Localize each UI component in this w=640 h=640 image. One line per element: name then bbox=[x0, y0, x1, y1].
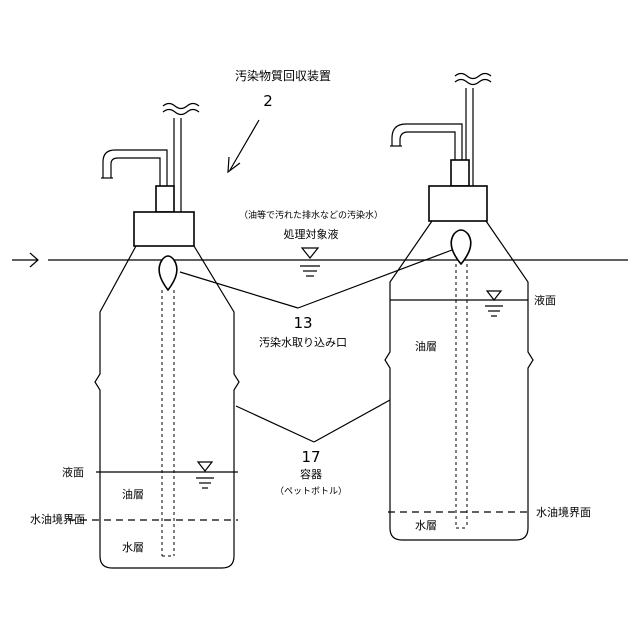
treatment-liquid-label: 処理対象液 bbox=[284, 227, 339, 241]
right-interface-label: 水油境界面 bbox=[536, 505, 591, 519]
right-spout-pipe bbox=[390, 74, 491, 187]
device-title: 汚染物質回収装置 bbox=[235, 68, 331, 83]
right-intake-nozzle bbox=[451, 230, 471, 264]
right-bottle-body bbox=[385, 221, 533, 540]
left-interface-label: 水油境界面 bbox=[30, 512, 85, 526]
container-leader-lines bbox=[236, 400, 390, 442]
left-water-layer-label: 水層 bbox=[122, 541, 144, 554]
container-label: 容器 bbox=[300, 467, 322, 481]
container-number: 17 bbox=[301, 448, 320, 466]
intake-label: 汚染水取り込み口 bbox=[259, 335, 347, 349]
liquid-note: （油等で汚れた排水などの汚染水） bbox=[239, 209, 383, 221]
device-pointer-arrow bbox=[228, 120, 259, 172]
left-intake-nozzle bbox=[159, 256, 177, 290]
inflow-arrow bbox=[12, 253, 38, 267]
device-number: 2 bbox=[263, 92, 273, 110]
right-liquid-surface-label: 液面 bbox=[534, 293, 556, 307]
right-oil-layer-label: 油層 bbox=[415, 339, 437, 353]
left-spout-pipe bbox=[101, 104, 199, 213]
treatment-surface-symbol bbox=[300, 248, 320, 276]
intake-number: 13 bbox=[293, 314, 312, 332]
container-note: （ペットボトル） bbox=[275, 486, 347, 497]
intake-leader-lines bbox=[180, 250, 452, 308]
left-oil-layer-label: 油層 bbox=[122, 487, 144, 501]
right-bottle bbox=[385, 74, 533, 541]
left-internal-tube bbox=[162, 290, 174, 556]
right-surface-symbol bbox=[485, 291, 503, 316]
right-internal-tube bbox=[456, 264, 467, 528]
left-surface-symbol bbox=[196, 462, 214, 488]
right-water-layer-label: 水層 bbox=[415, 519, 437, 532]
left-liquid-surface-label: 液面 bbox=[62, 465, 84, 479]
left-bottle bbox=[68, 104, 239, 569]
left-bottle-cap bbox=[134, 212, 194, 246]
right-bottle-cap bbox=[429, 186, 487, 221]
